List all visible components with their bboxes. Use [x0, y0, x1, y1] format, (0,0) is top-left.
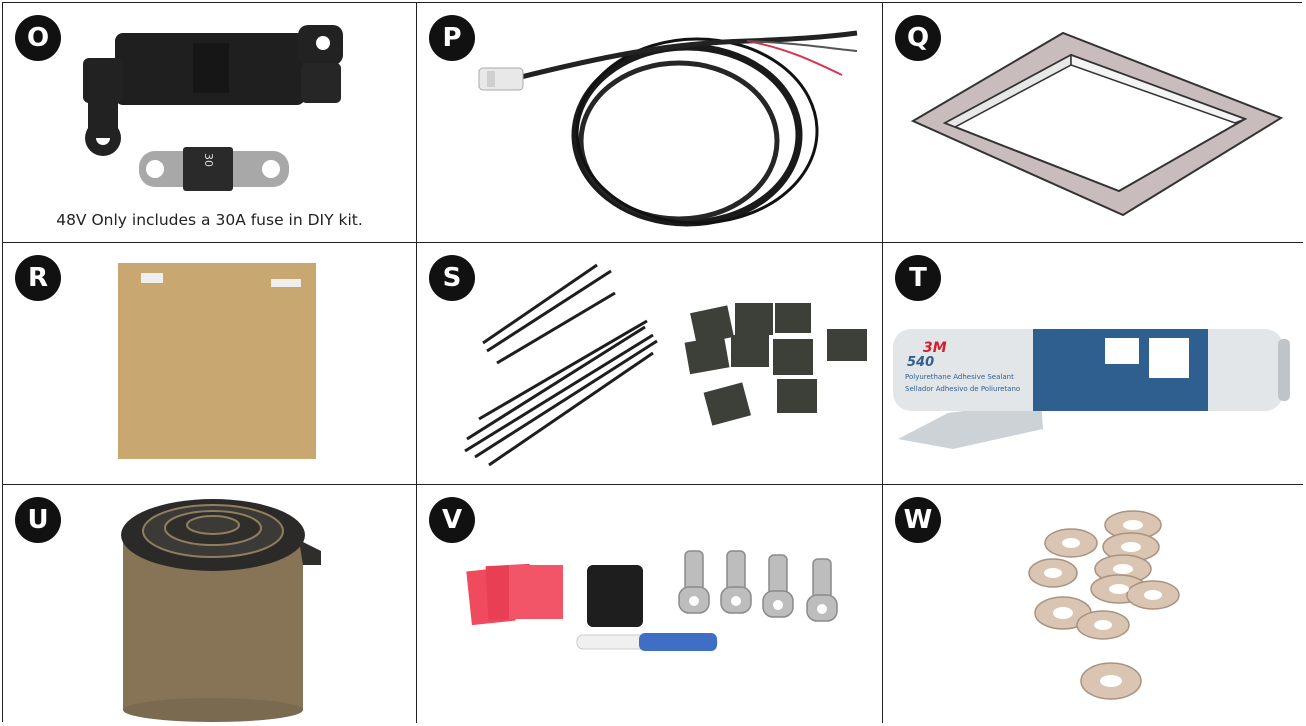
sealant-tube-image: [893, 329, 1290, 449]
part-letter-badge: Q: [895, 15, 941, 61]
tube-model: 540: [907, 355, 935, 370]
tube-label-line1: Polyurethane Adhesive Sealant: [905, 373, 1014, 381]
fuse-caption: 48V Only includes a 30A fuse in DIY kit.: [56, 211, 363, 229]
part-cell-u: U: [3, 485, 417, 723]
part-cell-s: S: [417, 243, 883, 485]
insulation-roll-image: [121, 499, 321, 722]
part-cell-r: R: [3, 243, 417, 485]
washers-image: [1028, 510, 1180, 700]
wire-harness-image: [478, 30, 858, 227]
part-letter-badge: W: [895, 497, 941, 543]
part-letter-badge: S: [429, 255, 475, 301]
cork-sheet-image: [118, 263, 316, 459]
part-cell-o: O 30 48V Only includes a 30A fuse in DIY…: [3, 3, 417, 243]
lugs-heat-shrink-image: [466, 550, 838, 651]
part-letter-badge: P: [429, 15, 475, 61]
part-letter-badge: R: [15, 255, 61, 301]
fuse-rating-label: 30: [202, 153, 215, 167]
part-letter-badge: O: [15, 15, 61, 61]
fuse-holder-image: [83, 25, 343, 191]
gasket-frame-image: [910, 31, 1284, 217]
part-cell-p: P: [417, 3, 883, 243]
part-letter-badge: T: [895, 255, 941, 301]
tube-label-line2: Sellador Adhesivo de Poliuretano: [905, 385, 1021, 393]
tube-brand: 3M: [923, 340, 947, 356]
part-cell-v: V: [417, 485, 883, 723]
part-cell-t: T 3M 540 Polyurethane Adhesive Sealant S…: [883, 243, 1303, 485]
part-letter-badge: V: [429, 497, 475, 543]
cable-ties-mounts-image: [464, 263, 867, 467]
part-letter-badge: U: [15, 497, 61, 543]
part-cell-q: Q: [883, 3, 1303, 243]
part-cell-w: W: [883, 485, 1303, 723]
